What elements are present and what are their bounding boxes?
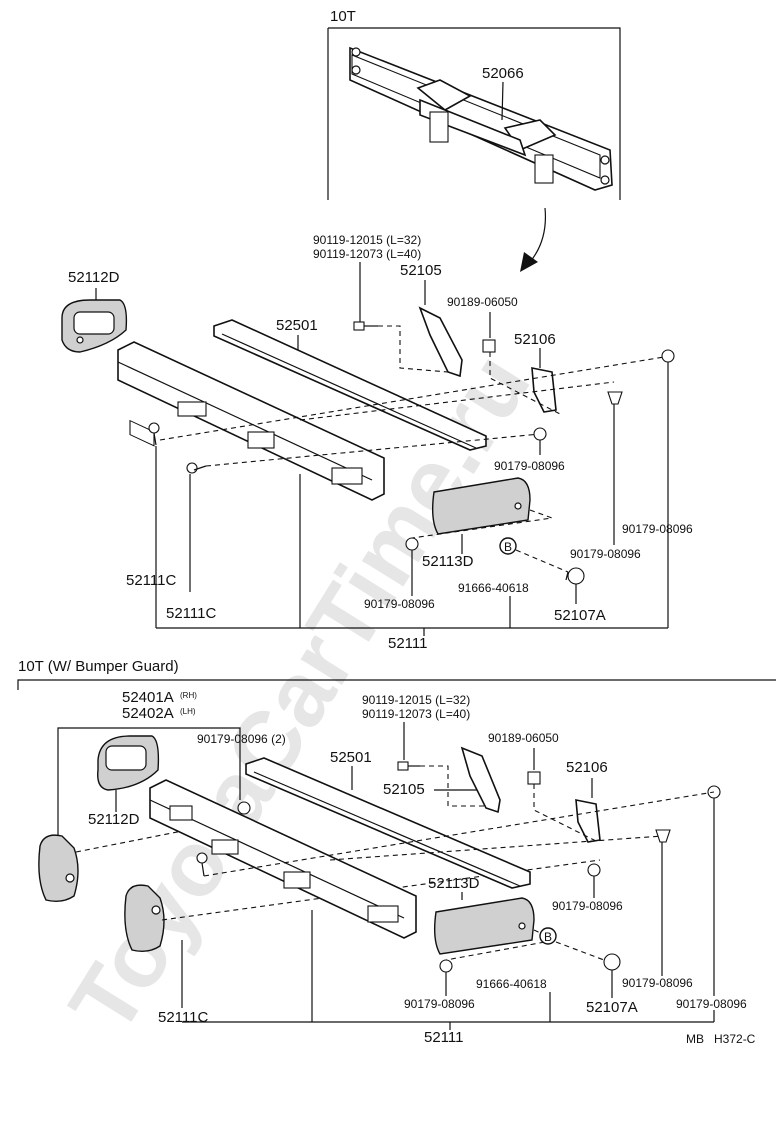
dash-cover: [411, 509, 553, 539]
label-90189-bottom: 90189-06050: [488, 731, 559, 745]
cover-52113d-bottom: [433, 897, 535, 955]
dash-clip-bottom: [555, 941, 605, 961]
label-bolt-b: 90119-12073 (L=40): [313, 247, 421, 261]
label-bolt-b-bottom: 90119-12073 (L=40): [362, 707, 470, 721]
label-nut-2: 90179-08096: [364, 597, 435, 611]
dash-52105-bottom: [420, 765, 488, 807]
bottom-section: 10T (W/ Bumper Guard) 52401A (RH) 52402A…: [17, 658, 776, 1046]
leader-52066: [501, 81, 504, 121]
label-52113d: 52113D: [422, 553, 474, 570]
nut-guard: [237, 801, 251, 815]
label-52501-bottom: 52501: [330, 749, 372, 766]
label-52107a: 52107A: [554, 607, 606, 624]
nut-lower: [405, 537, 419, 551]
label-52113d-bottom: 52113D: [428, 875, 480, 892]
label-52106: 52106: [514, 331, 556, 348]
clip-b-badge-bottom: [539, 927, 557, 945]
label-52105: 52105: [400, 262, 442, 279]
nut-right-top: [661, 349, 675, 363]
bumper-bar-52111-bottom: [149, 779, 417, 939]
bracket-52105-bottom: [460, 746, 501, 814]
label-nut-3: 90179-08096: [570, 547, 641, 561]
cover-52113d: [431, 477, 531, 535]
dash-52106-bottom: [533, 784, 599, 843]
clip-b-mark: B: [504, 540, 512, 554]
label-52105-bottom: 52105: [383, 781, 425, 798]
bolt-52111c-lower: [186, 462, 207, 474]
label-bolt-a: 90119-12015 (L=32): [313, 233, 421, 247]
clip-right-bottom: [655, 829, 671, 843]
dash-mid: [299, 381, 615, 421]
label-nut-1-bottom: 90179-08096: [552, 899, 623, 913]
bracket-guards: [57, 727, 241, 840]
nut-lower-bottom: [439, 959, 453, 973]
end-cap-52112d: [61, 299, 128, 353]
bracket-52106-bottom: [575, 799, 601, 843]
nut-90189: [482, 339, 496, 353]
section-divider: [17, 679, 776, 690]
bumper-bar-52111: [117, 341, 385, 501]
label-52401a: 52401A: [122, 689, 174, 706]
frame-box-top-right: [328, 27, 621, 200]
nut-mid: [533, 427, 547, 441]
frame-crossmember: [349, 46, 613, 191]
dash-guard-lh: [161, 859, 601, 921]
label-nut-guard: 90179-08096 (2): [197, 732, 286, 746]
label-52401a-side: (RH): [180, 691, 197, 700]
label-nut-4: 90179-08096: [622, 522, 693, 536]
bolt-top: [353, 321, 378, 331]
label-52066: 52066: [482, 65, 524, 82]
label-52111c-lower: 52111C: [166, 605, 216, 622]
clip-b-badge: [499, 537, 517, 555]
top-variant-label: 10T: [330, 8, 356, 25]
clip-right: [607, 391, 623, 405]
assembly-arrow-head: [520, 252, 538, 272]
dash-mid-bottom: [329, 835, 663, 861]
retainer-52107a: [565, 567, 585, 585]
bracket-52105: [418, 306, 463, 378]
label-clip-b: 91666-40618: [458, 581, 529, 595]
label-bolt-a-bottom: 90119-12015 (L=32): [362, 693, 470, 707]
dash-lower-bolt: [205, 433, 541, 467]
label-52106-bottom: 52106: [566, 759, 608, 776]
bumper-guard-rh: [38, 834, 79, 903]
label-nut-3-bottom: 90179-08096: [622, 976, 693, 990]
bumper-guard-lh: [124, 884, 165, 953]
label-clip-b-bottom: 91666-40618: [476, 977, 547, 991]
label-52112d: 52112D: [68, 269, 120, 286]
end-cap-52112d-bottom: [97, 735, 160, 791]
label-52112d-bottom: 52112D: [88, 811, 140, 828]
label-52111c-upper: 52111C: [126, 572, 176, 589]
label-52402a-side: (LH): [180, 707, 196, 716]
label-nut-1: 90179-08096: [494, 459, 565, 473]
label-52111: 52111: [388, 635, 428, 652]
top-section: 10T 52066 90119-12015 (L=32) 90119-12073…: [61, 8, 693, 652]
retainer-52107a-bottom: [603, 953, 621, 971]
footer-code-b: H372-C: [714, 1032, 756, 1046]
bottom-variant-label: 10T (W/ Bumper Guard): [18, 658, 179, 675]
nut-mid-bottom: [587, 863, 601, 877]
bolt-52111c-bottom: [196, 852, 208, 877]
label-52111-bottom: 52111: [424, 1029, 464, 1046]
label-90189: 90189-06050: [447, 295, 518, 309]
reinforcement-52501-bottom: [245, 757, 531, 889]
label-52111c-bottom: 52111C: [158, 1009, 208, 1026]
assembly-arrow: [529, 207, 547, 263]
label-52501: 52501: [276, 317, 318, 334]
dash-52105: [378, 325, 449, 373]
bolt-bottom: [397, 761, 420, 771]
reinforcement-52501: [213, 319, 487, 451]
label-nut-4-bottom: 90179-08096: [676, 997, 747, 1011]
label-52402a: 52402A: [122, 705, 174, 722]
clip-b-mark-bottom: B: [544, 930, 552, 944]
bolt-52111c-upper: [148, 422, 160, 446]
label-nut-2-bottom: 90179-08096: [404, 997, 475, 1011]
dash-clip: [515, 549, 569, 573]
footer-code-a: MB: [686, 1032, 704, 1046]
label-52107a-bottom: 52107A: [586, 999, 638, 1016]
nut-90189-bottom: [527, 771, 541, 785]
